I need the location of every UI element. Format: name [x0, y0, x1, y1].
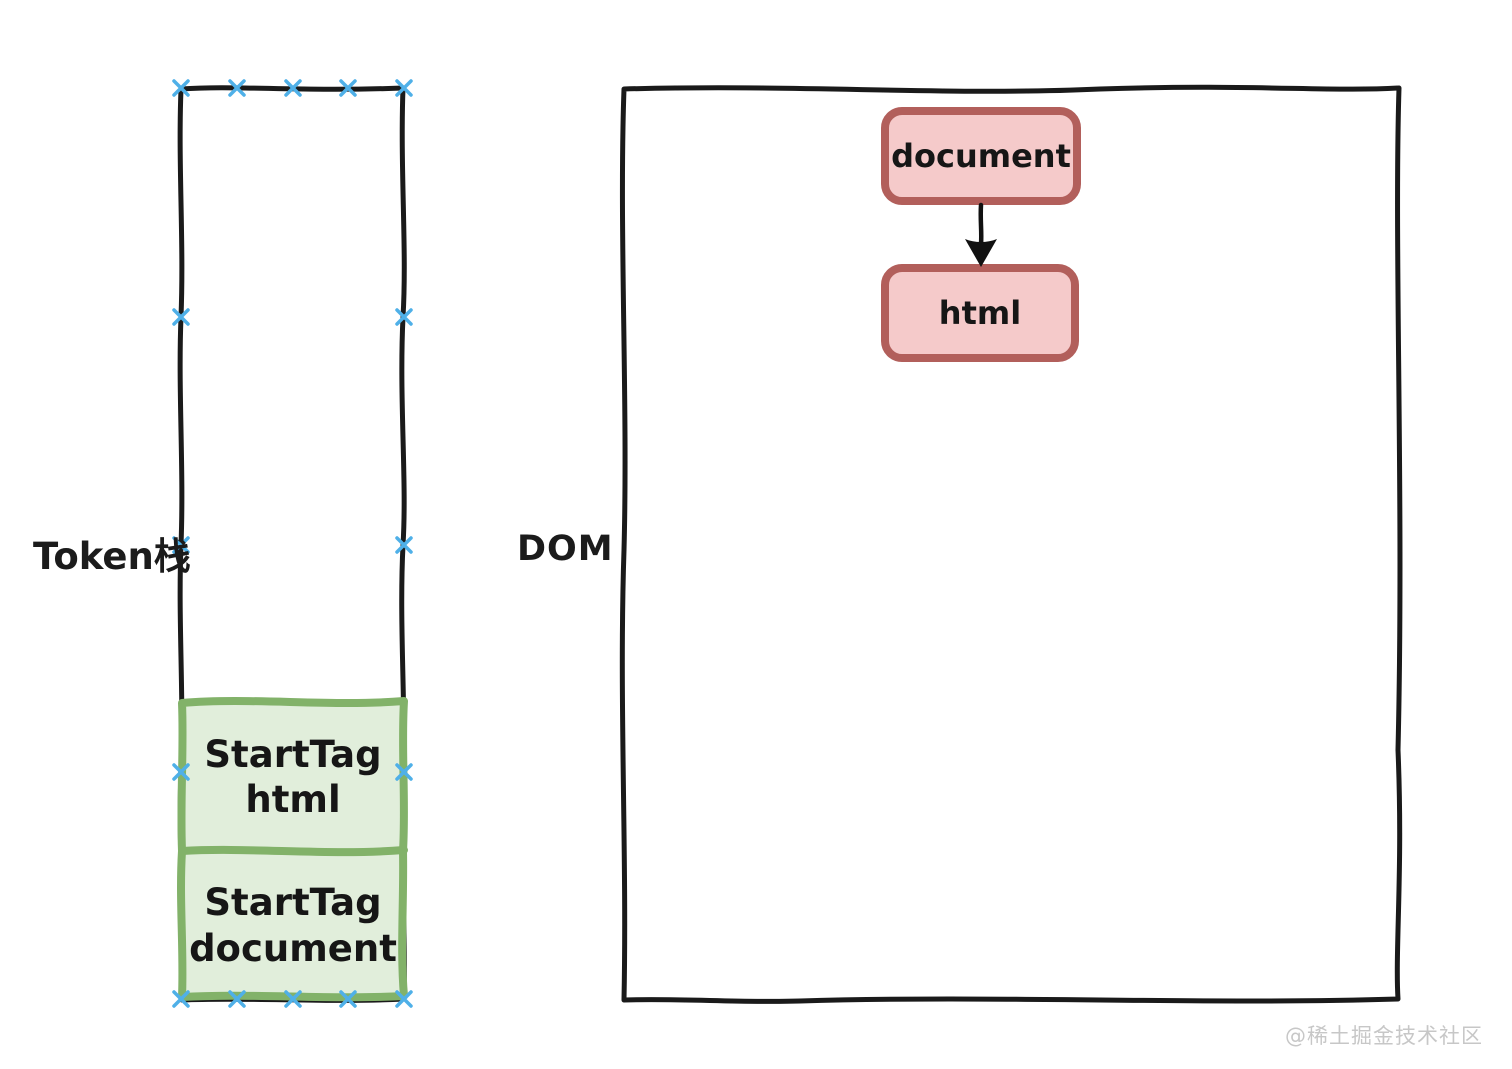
watermark: @稀土掘金技术社区	[1285, 1024, 1483, 1048]
token-item-line: document	[189, 926, 397, 970]
dom-label: DOM	[517, 529, 614, 569]
dom-box-outline	[619, 84, 1403, 1004]
token-item-starttag-document: StartTag document	[180, 853, 406, 998]
token-stack-label: Token栈	[33, 535, 191, 578]
token-item-line: html	[245, 778, 341, 821]
token-item-line: StartTag	[204, 732, 382, 776]
arrow-head-icon	[965, 239, 997, 267]
dom-node-document-label: document	[891, 137, 1071, 175]
token-item-divider	[178, 845, 408, 857]
arrow-shaft	[978, 202, 984, 247]
token-item-starttag-html: StartTag html	[180, 703, 406, 851]
dom-node-document-box	[881, 107, 1081, 205]
dom-node-html-label: html	[938, 293, 1022, 332]
arrow-document-to-html	[965, 202, 997, 267]
dom-node-html-box	[881, 264, 1079, 362]
token-item-line: StartTag	[204, 881, 382, 925]
